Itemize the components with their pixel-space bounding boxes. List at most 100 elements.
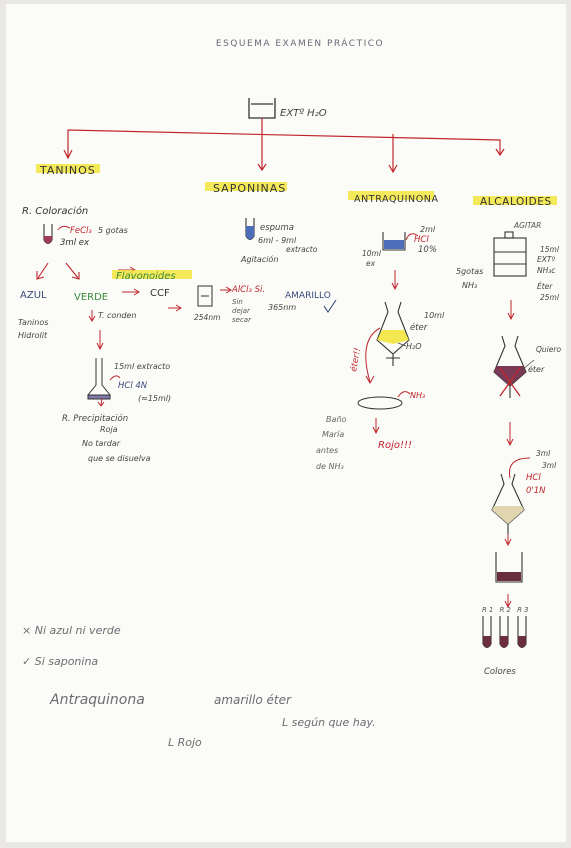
alcaloides-n: 0'1N — [526, 486, 546, 496]
test-tube-icon — [245, 218, 255, 241]
separatory-funnel-icon — [493, 335, 527, 398]
saponinas-agitacion: Agitación — [240, 254, 278, 264]
taninos-fecl3: FeCl₃ — [70, 226, 92, 236]
taninos-ml-extracto: 15ml extracto — [114, 362, 170, 371]
flavonoides-dejar: dejar — [232, 307, 251, 315]
arrow-down — [391, 270, 399, 291]
taninos-se-disuelva: que se disuelva — [88, 454, 151, 463]
paper — [6, 4, 566, 842]
taninos-roja: Roja — [100, 425, 118, 434]
antraquinona-nh3: NH₃ — [410, 391, 425, 400]
antraquinona-eter: éter — [410, 322, 428, 333]
flavonoides-sin: Sin — [232, 298, 243, 306]
arrow-down — [506, 422, 514, 447]
antraquinona-heading: ANTRAQUINONA — [354, 194, 439, 205]
separatory-funnel-icon — [491, 473, 525, 534]
antraquinona-bano-4: de NH₃ — [316, 462, 344, 471]
taninos-hidrolit-2: Hidrolit — [18, 331, 48, 340]
taninos-heading: TANINOS — [39, 164, 96, 177]
arrow-down — [88, 310, 96, 322]
alcaloides-nh3c: NH₃c — [537, 266, 556, 275]
flavonoides-ccf: CCF — [150, 288, 170, 299]
flavonoides-alcl3: AlCl₃ Si. — [231, 285, 265, 295]
funnel-icon — [86, 358, 112, 400]
taninos-hcl-ml: (≈15ml) — [138, 394, 171, 403]
test-tube-icon — [43, 224, 53, 245]
red-arrow — [508, 457, 531, 479]
root-label: EXTº H₂O — [280, 108, 327, 119]
test-tube-rack-icon — [482, 616, 527, 649]
antraquinona-h2o: H₂O — [406, 342, 422, 351]
alcaloides-quiero: Quiero — [536, 345, 561, 354]
alcaloides-3ml-a: 3ml — [536, 449, 551, 458]
saponinas-extracto: extracto — [286, 245, 318, 254]
taninos-coloracion: R. Coloración — [22, 205, 88, 217]
alcaloides-eter2: éter — [528, 364, 545, 374]
taninos-arrows — [36, 262, 80, 280]
antraquinona-highlight — [348, 191, 434, 200]
taninos-hidrolit-1: Taninos — [18, 318, 48, 327]
alcaloides-heading: ALCALOIDES — [480, 196, 552, 208]
antraquinona-ex: ex — [366, 259, 376, 268]
pointer-line — [397, 342, 407, 347]
alcaloides-agitar: AGITAR — [513, 221, 541, 230]
alcaloides-colores: Colores — [484, 667, 516, 677]
beaker-icon — [382, 232, 406, 251]
alcaloides-nh3: NH₃ — [462, 281, 477, 290]
red-arrow — [365, 327, 381, 383]
flavonoides-heading: Flavonoides — [116, 271, 176, 282]
alcaloides-3ml-b: 3ml — [542, 461, 557, 470]
arrow-down — [372, 418, 380, 435]
arrow-down — [504, 594, 512, 609]
taninos-precipitacion: R. Precipitación — [62, 413, 128, 424]
arrow-down — [507, 300, 515, 321]
arrow-down — [97, 397, 105, 407]
flavonoides-254nm: 254nm — [194, 313, 220, 322]
taninos-t-conden: T. conden — [98, 311, 136, 320]
antraquinona-rojo: Rojo!!! — [378, 440, 412, 451]
alcaloides-r-labels: R1 R2 R3 — [482, 606, 530, 614]
note-line-3a: Antraquinona — [49, 692, 145, 708]
saponinas-highlight — [205, 182, 287, 191]
saponinas-heading: SAPONINAS — [213, 182, 286, 195]
antraquinona-10ml-eter: 10ml — [424, 311, 445, 320]
arrow-right — [122, 288, 140, 296]
pointer-line — [521, 359, 535, 371]
taninos-hcl: HCl 4N — [118, 381, 148, 391]
alcaloides-25ml: 25ml — [540, 293, 560, 302]
taninos-no-tardar: No tardar — [82, 439, 121, 448]
flavonoides-365nm: 365nm — [268, 303, 296, 312]
arrow-down — [96, 330, 104, 351]
red-arrow — [405, 233, 419, 241]
alcaloides-eter: Éter — [537, 282, 553, 291]
page-title: ESQUEMA EXAMEN PRÁCTICO — [216, 37, 384, 49]
flavonoides-secar: secar — [232, 316, 252, 324]
red-arrow — [57, 225, 71, 231]
note-line-4b: L según que hay. — [282, 716, 376, 729]
antraquinona-bano-1: Baño — [326, 415, 346, 424]
petri-dish-icon — [357, 396, 403, 410]
extraction-flask-icon — [493, 231, 527, 277]
arrow-down — [504, 534, 512, 547]
flavonoides-amarillo: AMARILLO — [285, 291, 331, 301]
arrow-right — [168, 304, 182, 312]
red-arrow — [109, 375, 121, 381]
flavonoides-highlight — [112, 270, 192, 279]
check-icon — [323, 299, 337, 313]
red-arrow — [397, 391, 411, 398]
alcaloides-extº: EXTº — [537, 255, 555, 264]
alcaloides-gotas: 5gotas — [456, 267, 483, 276]
saponinas-espuma: espuma — [260, 223, 294, 233]
alcaloides-highlight — [473, 196, 557, 205]
separatory-funnel-icon — [376, 301, 410, 366]
antraquinona-bano-3: antes — [316, 446, 338, 455]
taninos-highlight — [36, 164, 100, 173]
tlc-plate-icon — [197, 285, 213, 307]
taninos-ml-ex: 3ml ex — [60, 238, 90, 248]
arrow-right — [220, 286, 232, 294]
antraquinona-hcl: HCl — [414, 235, 429, 245]
alcaloides-hcl: HCl — [526, 473, 541, 483]
antraquinona-10ml: 10ml — [362, 249, 382, 258]
note-line-1: × Ni azul ni verde — [22, 624, 121, 637]
